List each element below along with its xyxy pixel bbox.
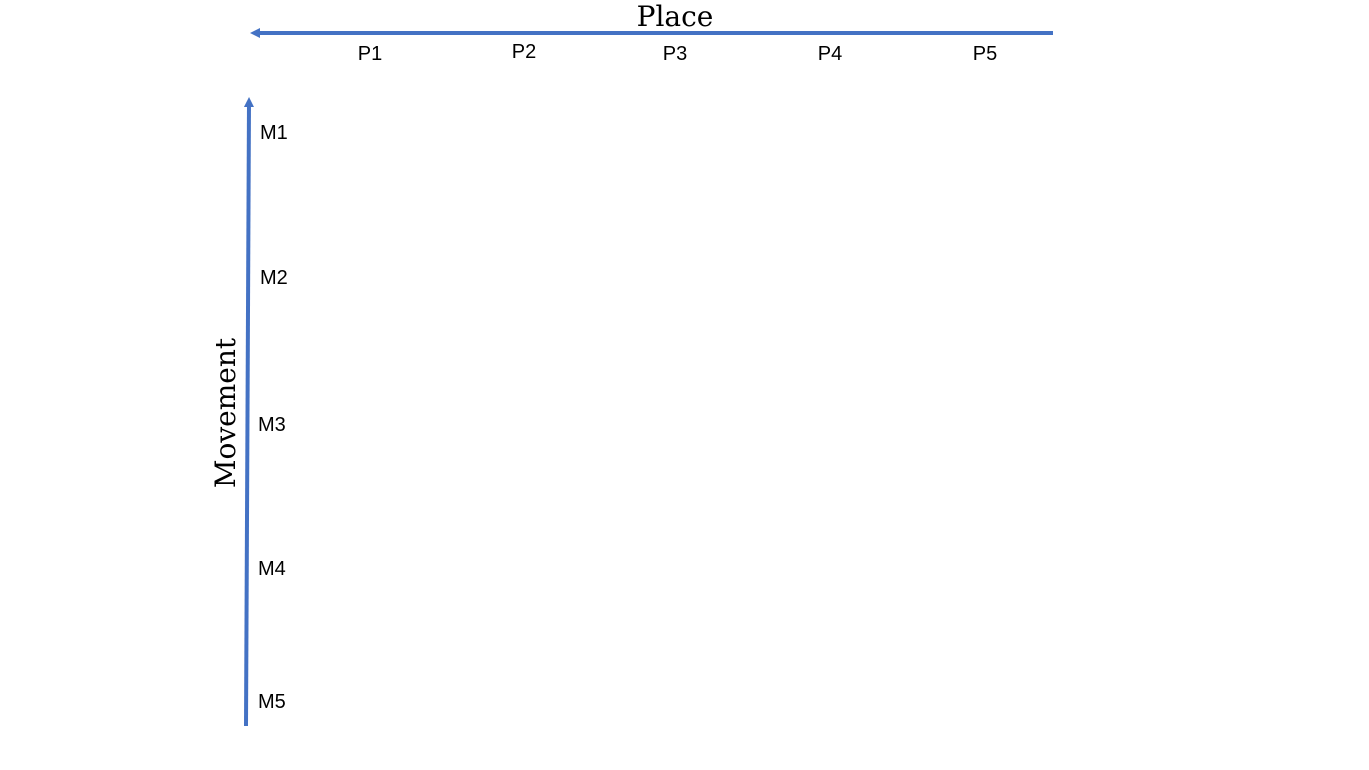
place-label-p1: P1 (358, 43, 382, 65)
movement-axis-arrow (243, 97, 254, 727)
place-label-p5: P5 (973, 43, 997, 65)
movement-axis-title: Movement (209, 337, 242, 488)
movement-label-m5: M5 (258, 691, 286, 713)
place-label-p3: P3 (663, 43, 687, 65)
movement-label-m2: M2 (260, 267, 288, 289)
place-label-p4: P4 (818, 43, 842, 65)
movement-label-m4: M4 (258, 558, 286, 580)
place-axis-title: Place (637, 0, 714, 33)
movement-label-m1: M1 (260, 122, 288, 144)
movement-label-m3: M3 (258, 414, 286, 436)
place-label-p2: P2 (512, 41, 536, 63)
